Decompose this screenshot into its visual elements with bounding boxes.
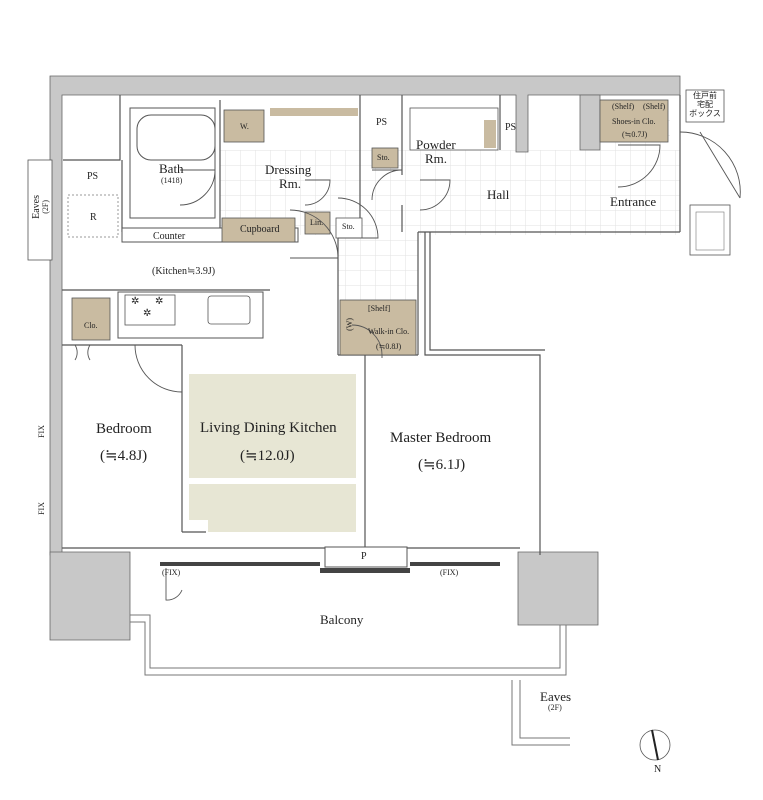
- linen-closet: [304, 211, 331, 235]
- powder-shelf: [484, 120, 496, 148]
- hall-floor: [220, 150, 680, 235]
- powder-storage-label: Sto.: [377, 153, 390, 162]
- balcony-railing: [130, 614, 570, 746]
- eaves-bottom-floor: (2F): [548, 703, 562, 712]
- wic-size-label: (≒0.8J): [376, 342, 402, 351]
- master-bedroom-label: Master Bedroom: [390, 430, 492, 446]
- delivery-box-label: 住戸前 宅配 ボックス: [689, 91, 721, 118]
- shoes-in-closet: [599, 99, 669, 143]
- ldk-label: Living Dining Kitchen: [200, 420, 337, 436]
- shoes-shelf-a: (Shelf): [612, 102, 635, 111]
- bedroom-closet: [71, 297, 111, 341]
- entrance-wall: [579, 94, 601, 151]
- eaves-left-box: [27, 159, 53, 261]
- dressing-label-2: Rm.: [279, 176, 302, 191]
- entrance-step-inner: [695, 211, 725, 251]
- fix-window-left: (FIX): [162, 568, 181, 577]
- linen-label: Lin.: [310, 218, 324, 227]
- ps-right-label: PS: [505, 122, 517, 133]
- fridge-space: [67, 194, 119, 238]
- powder-room-counter: [409, 107, 499, 151]
- sink: [207, 295, 251, 325]
- dressing-storage-label: Sto.: [342, 222, 355, 231]
- bath-area: [129, 107, 216, 219]
- cupboard-label: Cupboard: [240, 224, 280, 235]
- ldk-size: (≒12.0J): [240, 448, 295, 464]
- delivery-box: [685, 89, 725, 123]
- kitchen-label: (Kitchen≒3.9J): [152, 266, 216, 277]
- entrance-label: Entrance: [610, 194, 657, 209]
- shoes-closet-size: (≒0.7J): [622, 130, 648, 139]
- dressing-shelf: [270, 108, 358, 116]
- closet-label: Clo.: [84, 321, 98, 330]
- north-label: N: [654, 764, 662, 775]
- fix-wall-2: FIX: [37, 502, 46, 515]
- fridge-label: R: [90, 212, 97, 223]
- north-arrow-circle: [639, 729, 671, 761]
- balcony-label: Balcony: [320, 612, 364, 627]
- wic-name-label: Walk-in Clo.: [368, 327, 410, 336]
- shoes-shelf-b: (Shelf): [643, 102, 666, 111]
- bathtub: [136, 114, 216, 161]
- stove: [124, 294, 176, 326]
- southwest-column: [49, 551, 131, 641]
- shoes-closet-label: Shoes-in Clo.: [612, 117, 656, 126]
- ldk-floor-upper: [189, 374, 356, 478]
- walk-in-closet: [339, 299, 417, 356]
- bath-label: Bath: [159, 161, 184, 176]
- ps-mid-label: PS: [376, 117, 388, 128]
- bedroom-label: Bedroom: [96, 421, 152, 437]
- washer-label: W.: [240, 122, 249, 131]
- fix-wall-1: FIX: [37, 425, 46, 438]
- interior-walls: [62, 95, 681, 555]
- bath-size: (1418): [161, 176, 183, 185]
- washer-space: [223, 109, 265, 143]
- powder-storage: [371, 147, 399, 169]
- stove-burner-icon: ✲: [143, 308, 152, 319]
- fix-window-right: (FIX): [440, 568, 459, 577]
- hall-label: Hall: [487, 187, 510, 202]
- counter-label: Counter: [153, 231, 186, 242]
- balcony-windows: [160, 562, 500, 573]
- north-arrow-needle: [651, 729, 659, 761]
- door-swings: [74, 131, 741, 601]
- ldk-floor-lower: [189, 484, 356, 532]
- powder-label-1: Powder: [416, 137, 456, 152]
- eaves-left-floor: (2F): [41, 200, 50, 214]
- bedroom-size: (≒4.8J): [100, 448, 148, 464]
- stove-burner-icon: ✲: [155, 296, 164, 307]
- eaves-bottom-label: Eaves: [540, 689, 572, 704]
- corridor-floor: [338, 235, 418, 300]
- wic-w-label: (W): [345, 318, 354, 331]
- pipe-space-label: P: [361, 551, 367, 562]
- master-bedroom-size: (≒6.1J): [418, 457, 466, 473]
- dressing-label-1: Dressing: [265, 162, 312, 177]
- ps-left-label: PS: [87, 171, 99, 182]
- cupboard: [221, 217, 296, 243]
- powder-label-2: Rm.: [425, 151, 448, 166]
- pipe-space-p: [324, 546, 408, 568]
- stove-burner-icon: ✲: [131, 296, 140, 307]
- southeast-column: [517, 551, 599, 626]
- wic-shelf-label: [Shelf]: [368, 304, 391, 313]
